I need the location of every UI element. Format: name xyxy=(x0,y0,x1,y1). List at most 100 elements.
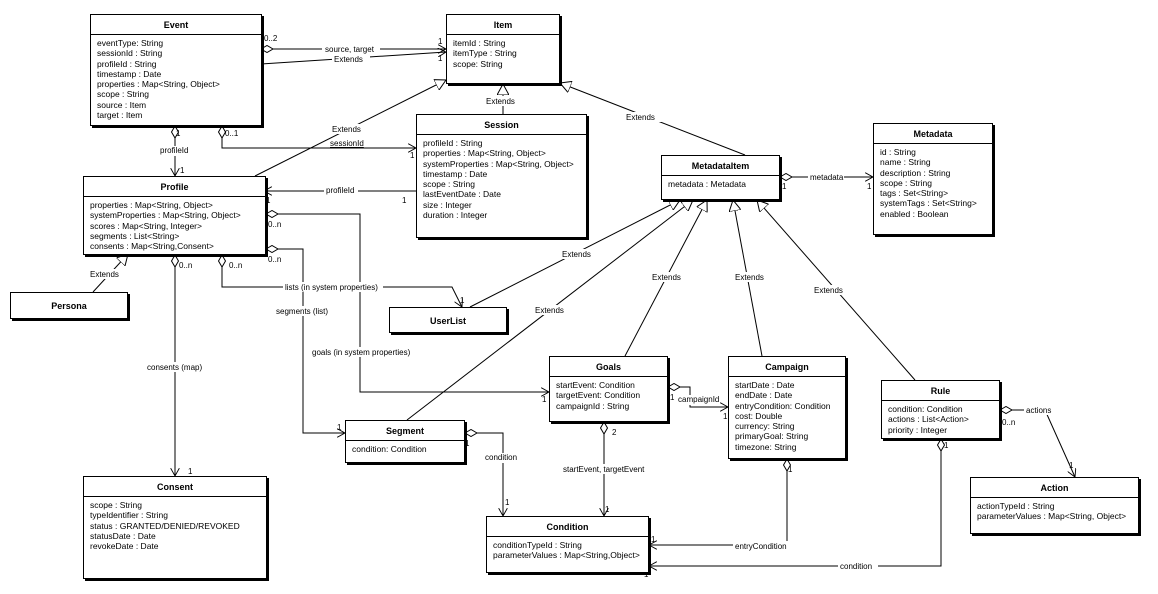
edge-segment-condition xyxy=(465,433,503,516)
attribute-list: properties : Map<String, Object>systemPr… xyxy=(84,197,265,254)
attribute: scope: String xyxy=(453,58,503,69)
attribute: sessionId : String xyxy=(97,48,163,59)
mult-rule-action-tgt: 1 xyxy=(1069,461,1074,470)
attribute: tags : Set<String> xyxy=(880,188,949,199)
edge-profile-segment xyxy=(266,249,345,433)
attribute: itemId : String xyxy=(453,38,506,48)
class-name: Item xyxy=(447,15,559,35)
class-name: Consent xyxy=(84,477,266,497)
label-profile-userlist: lists (in system properties) xyxy=(285,283,378,292)
label-goals-condition: startEvent, targetEvent xyxy=(563,465,645,474)
mult-campaign-condition-tgt: 1 xyxy=(651,535,656,544)
attribute: endDate : Date xyxy=(735,390,793,401)
attribute: entryCondition: Condition xyxy=(735,400,831,411)
attribute-list: condition: Condition xyxy=(346,441,464,457)
mult-goals-campaign-tgt: 1 xyxy=(723,412,728,421)
mult-rule-condition-tgt: 1 xyxy=(644,570,649,579)
class-name: Metadata xyxy=(874,124,992,144)
attribute: actions : List<Action> xyxy=(888,414,969,425)
mult-rule-action-src: 0..n xyxy=(1002,418,1015,427)
attribute: primaryGoal: String xyxy=(735,431,809,442)
mult-event-item-tgt: 1 xyxy=(438,37,443,46)
attribute: targetEvent: Condition xyxy=(556,390,641,401)
label-campaign-condition: entryCondition xyxy=(735,542,787,551)
mult-mi-meta-tgt: 1 xyxy=(867,182,872,191)
mult-profile-segment-tgt: 1 xyxy=(337,423,342,432)
class-name: Event xyxy=(91,15,261,35)
label-event-item-extends: Extends xyxy=(334,55,363,64)
attribute: scores : Map<String, Integer> xyxy=(90,220,202,231)
mult-event-profile-tgt: 1 xyxy=(180,166,185,175)
attribute: consents : Map<String,Consent> xyxy=(90,241,214,252)
attribute: properties : Map<String, Object> xyxy=(90,200,213,210)
mult-profile-userlist-src: 0..n xyxy=(229,261,242,270)
attribute: systemProperties : Map<String, Object> xyxy=(423,158,574,169)
edge-profile-goals xyxy=(266,214,549,392)
edge-campaign-condition xyxy=(649,459,787,545)
attribute: revokeDate : Date xyxy=(90,541,159,552)
attribute: id : String xyxy=(880,147,916,157)
edge-profile-userlist xyxy=(222,255,462,307)
edge-rule-condition xyxy=(649,439,941,566)
label-rule-condition: condition xyxy=(840,562,872,571)
attribute: properties : Map<String, Object> xyxy=(423,148,546,159)
class-name: Campaign xyxy=(729,357,845,377)
mult-profile-userlist-tgt: 1 xyxy=(460,296,465,305)
label-goals-extends: Extends xyxy=(652,273,681,282)
label-session-profile: profileId xyxy=(326,186,354,195)
label-persona-extends: Extends xyxy=(90,270,119,279)
attribute: segments : List<String> xyxy=(90,230,180,241)
class-name: Profile xyxy=(84,177,265,197)
attribute: currency: String xyxy=(735,421,795,432)
label-session-extends: Extends xyxy=(486,97,515,106)
attribute: scope : String xyxy=(90,500,142,510)
class-userlist: UserList xyxy=(389,307,507,333)
label-rule-action: actions xyxy=(1026,406,1051,415)
attribute: timestamp : Date xyxy=(423,168,488,179)
class-name: MetadataItem xyxy=(662,156,779,176)
attribute: systemProperties : Map<String, Object> xyxy=(90,210,241,221)
attribute: status : GRANTED/DENIED/REVOKED xyxy=(90,520,240,531)
mult-profile-consent-src: 0..n xyxy=(179,261,192,270)
class-name: Session xyxy=(417,115,586,135)
mult-event-session-tgt: 1 xyxy=(410,151,415,160)
attribute: condition: Condition xyxy=(352,444,427,454)
attribute: startEvent: Condition xyxy=(556,380,635,390)
label-event-profile: profileId xyxy=(160,146,188,155)
attribute: properties : Map<String, Object> xyxy=(97,79,220,90)
mult-profile-goals-src: 0..n xyxy=(268,220,281,229)
edge-event-session xyxy=(222,126,416,148)
label-profile-consent: consents (map) xyxy=(147,363,202,372)
label-segment-extends: Extends xyxy=(535,306,564,315)
attribute: name : String xyxy=(880,157,931,168)
attribute: itemType : String xyxy=(453,48,517,59)
attribute: profileId : String xyxy=(423,138,483,148)
class-name: Goals xyxy=(550,357,667,377)
mult-profile-consent-tgt: 1 xyxy=(188,467,193,476)
label-source-target: source, target xyxy=(325,45,375,54)
attribute: condition: Condition xyxy=(888,404,963,414)
mult-goals-condition-src: 2 xyxy=(612,428,617,437)
label-profile-extends: Extends xyxy=(332,125,361,134)
attribute-list: metadata : Metadata xyxy=(662,176,779,192)
label-campaign-extends: Extends xyxy=(735,273,764,282)
mult-session-profile-tgt: 1 xyxy=(266,196,271,205)
attribute: statusDate : Date xyxy=(90,530,156,541)
mult-event-profile-src: 1 xyxy=(176,129,181,138)
attribute: timezone: String xyxy=(735,441,797,452)
attribute: enabled : Boolean xyxy=(880,208,949,219)
class-segment: Segment condition: Condition xyxy=(345,420,465,463)
